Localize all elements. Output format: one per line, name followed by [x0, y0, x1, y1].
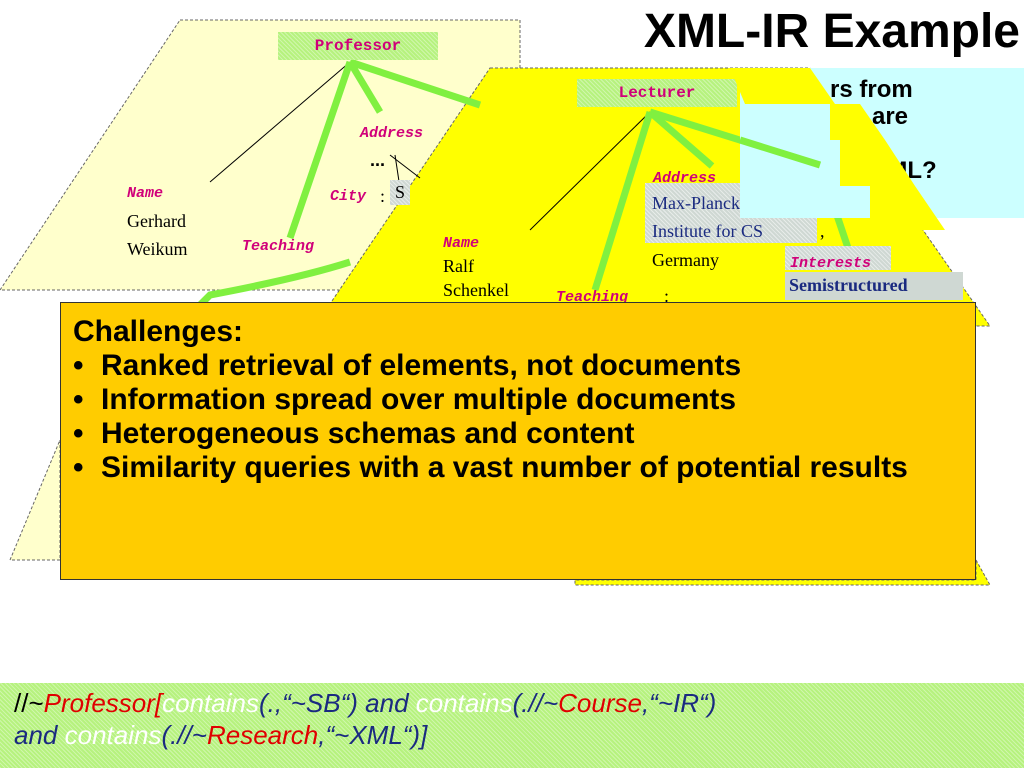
- query-contains-1: contains: [162, 688, 259, 718]
- side-note-line-3: ave: [844, 130, 885, 157]
- lecturer-name-tag: Name: [443, 235, 480, 252]
- lecturer-address-value-1: Max-Planck: [652, 193, 740, 213]
- lecturer-teaching-colon: :: [664, 286, 670, 306]
- professor-city-tag: City: [330, 188, 367, 205]
- lecturer-root-tag: Lecturer: [577, 79, 737, 107]
- bullet-icon: •: [73, 451, 84, 484]
- lecturer-interests-tag: Interests: [790, 255, 872, 272]
- side-note-line-2: B) are: [840, 103, 909, 130]
- bullet-icon: •: [73, 417, 84, 450]
- query-arg-1: (.,“~SB“) and: [258, 688, 416, 718]
- bullet-icon: •: [73, 383, 84, 416]
- professor-root-tag: Professor: [278, 32, 438, 60]
- side-note-line-4: n XML?: [850, 157, 937, 184]
- challenge-item: • Ranked retrieval of elements, not docu…: [73, 349, 965, 383]
- lecturer-name-value-1: Ralf: [443, 256, 474, 276]
- query-arg-3: ,“~XML“)]: [318, 720, 428, 750]
- lecturer-edge-teaching: [591, 110, 654, 292]
- challenge-item: • Heterogeneous schemas and content: [73, 417, 965, 451]
- lecturer-address-comma: ,: [820, 221, 825, 241]
- lecturer-edge-name: [529, 111, 651, 231]
- challenge-item: • Information spread over multiple docum…: [73, 383, 965, 417]
- challenges-heading: Challenges:: [73, 315, 244, 348]
- lecturer-interests-box: [785, 246, 891, 270]
- professor-address-tag: Address: [360, 125, 424, 142]
- professor-city-value: S: [390, 180, 411, 205]
- lecturer-interests-value: Semistructured: [789, 275, 908, 295]
- side-note: rs from B) are ave n XML?: [740, 68, 1024, 218]
- professor-teaching-tag: Teaching: [242, 238, 315, 255]
- challenge-item-text: Similarity queries with a vast number of…: [101, 451, 908, 484]
- challenges-list: • Ranked retrieval of elements, not docu…: [73, 349, 965, 485]
- professor-edge-name: [209, 61, 351, 183]
- challenge-item-text: Heterogeneous schemas and content: [101, 417, 635, 450]
- professor-name-tag: Name: [127, 185, 164, 202]
- lecturer-root-label: Lecturer: [618, 84, 696, 102]
- query-bar: //~Professor[contains(.,“~SB“) and conta…: [0, 683, 1024, 768]
- challenge-item-text: Ranked retrieval of elements, not docume…: [101, 349, 742, 382]
- query-bracket-open: [: [154, 688, 163, 718]
- query-research: Research: [206, 720, 319, 750]
- slide-title: XML-IR Example: [643, 5, 1020, 58]
- query-arg-2: ,“~IR“): [641, 688, 717, 718]
- lecturer-edge-address: [647, 109, 715, 169]
- query-contains-2: contains: [415, 688, 513, 718]
- query-path-3: (.//~: [161, 720, 207, 750]
- professor-name-value-1: Gerhard: [127, 211, 186, 231]
- lecturer-teaching-tag: Teaching: [556, 289, 629, 306]
- professor-edge-course: [197, 258, 352, 308]
- challenge-item-text: Information spread over multiple documen…: [101, 383, 737, 416]
- lecturer-name-value-2: Schenkel: [443, 280, 509, 300]
- challenges-box: Challenges: • Ranked retrieval of elemen…: [60, 302, 976, 580]
- lecturer-address-value-2: Institute for CS: [652, 221, 763, 241]
- side-note-line-1: rs from: [830, 76, 913, 103]
- professor-edge-address: [346, 60, 384, 114]
- lecturer-document-lower-shape: [574, 558, 991, 586]
- professor-document-lower-shape: [9, 439, 61, 561]
- professor-root-label: Professor: [314, 37, 402, 55]
- query-prefix: //~: [14, 688, 44, 718]
- lecturer-address-value-3: Germany: [652, 250, 719, 270]
- lecturer-interests-value-box: [785, 272, 963, 300]
- lecturer-address-tag: Address: [653, 170, 717, 187]
- challenge-item: • Similarity queries with a vast number …: [73, 451, 965, 485]
- professor-city-colon: :: [380, 186, 386, 206]
- professor-edge-ellipsis: [389, 154, 421, 179]
- professor-name-value-2: Weikum: [127, 239, 188, 259]
- query-professor: Professor: [43, 688, 155, 718]
- query-course: Course: [558, 688, 642, 718]
- professor-edge-teaching: [286, 60, 354, 240]
- professor-ellipsis: ...: [370, 150, 386, 170]
- query-and: and: [14, 720, 65, 750]
- query-path-2: (.//~: [512, 688, 559, 718]
- query-contains-3: contains: [64, 720, 162, 750]
- professor-edge-research: [348, 58, 482, 109]
- bullet-icon: •: [73, 349, 84, 382]
